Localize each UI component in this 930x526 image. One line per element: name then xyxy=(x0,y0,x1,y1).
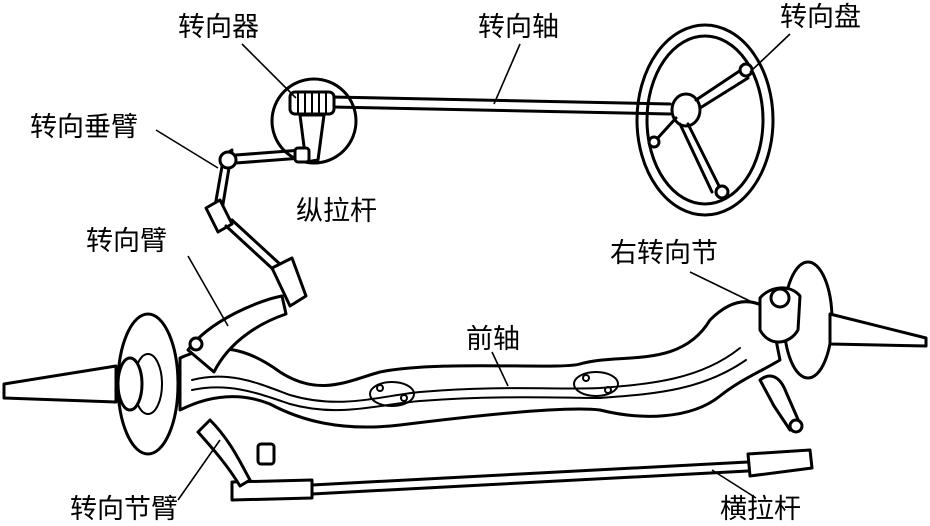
left-hub xyxy=(2,294,288,456)
tie-rod xyxy=(196,418,814,502)
steering-wheel xyxy=(635,23,775,217)
label-knuckle-arm: 转向节臂 xyxy=(70,494,178,525)
label-drag-link: 纵拉杆 xyxy=(296,196,377,227)
leader-lines xyxy=(155,33,791,501)
label-front-axle: 前轴 xyxy=(466,324,520,355)
steering-gear xyxy=(270,77,358,165)
label-steering-shaft: 转向轴 xyxy=(478,12,559,43)
label-steering-arm: 转向臂 xyxy=(86,226,167,257)
label-right-knuckle: 右转向节 xyxy=(610,238,718,269)
drag-link xyxy=(204,146,311,308)
label-steering-gear: 转向器 xyxy=(178,12,259,43)
label-steering-wheel: 转向盘 xyxy=(780,2,861,33)
right-hub xyxy=(758,260,928,434)
label-pitman-arm: 转向垂臂 xyxy=(30,112,138,143)
steering-shaft xyxy=(330,95,672,116)
label-tie-rod: 横拉杆 xyxy=(720,494,801,525)
